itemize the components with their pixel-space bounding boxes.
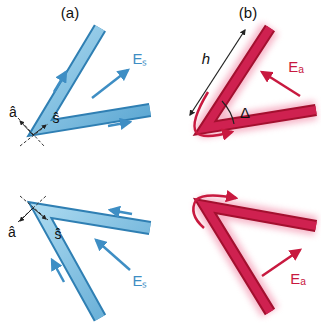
blue-rods (40, 28, 150, 318)
red-rods (205, 28, 316, 312)
dimension-h (190, 30, 245, 115)
unit-vector: â (9, 105, 17, 119)
field-arrows (92, 70, 130, 270)
current-arrows (52, 72, 132, 282)
panel-label: (a) (61, 5, 79, 20)
panel-label: (b) (239, 5, 257, 20)
field-arrows (262, 72, 300, 276)
angle-arc (222, 101, 234, 124)
current-arrows (193, 92, 236, 228)
unit-axes (18, 118, 48, 222)
field-label: Eₐ (288, 59, 304, 74)
angle-label: Δ (240, 105, 250, 120)
field-label: Eₛ (132, 273, 147, 288)
field-label: Eₛ (132, 51, 147, 66)
field-label: Eₐ (290, 271, 306, 286)
unit-vector: â (8, 225, 16, 239)
dimension-label: h (202, 51, 210, 66)
unit-vector: ŝ (53, 111, 60, 125)
unit-vector: ŝ (55, 227, 62, 241)
